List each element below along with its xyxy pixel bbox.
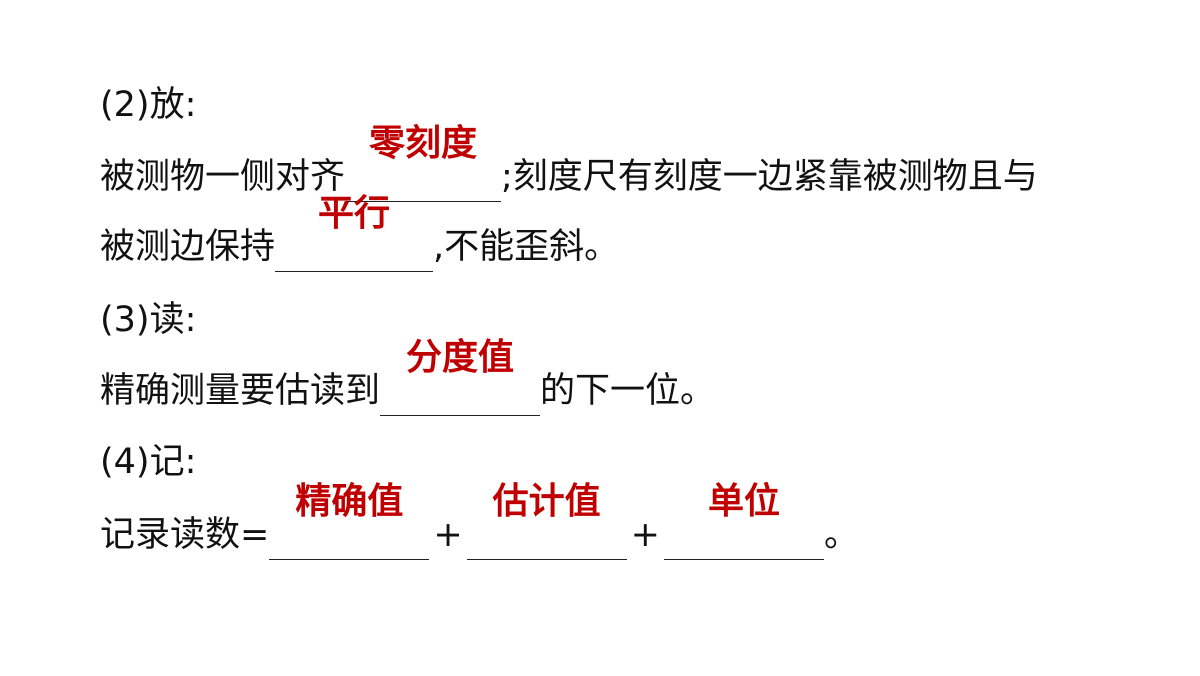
blank-parallel: 平行 <box>275 194 434 272</box>
plus-sign-2: + <box>630 515 660 555</box>
answer-precise-value: 精确值 <box>295 481 404 522</box>
blank-precise-value: 精确值 <box>269 482 430 560</box>
place-line-1-suffix: ;刻度尺有刻度一边紧靠被测物且与 <box>501 157 1038 197</box>
record-line: 记录读数= 精确值 + 估计值 + 单位。 <box>100 482 859 560</box>
blank-unit: 单位 <box>663 482 824 560</box>
read-line: 精确测量要估读到分度值的下一位。 <box>100 338 716 416</box>
answer-zero-mark: 零刻度 <box>369 123 478 164</box>
record-line-prefix: 记录读数= <box>100 515 270 555</box>
heading-record: (4)记: <box>100 437 196 487</box>
answer-unit: 单位 <box>707 481 780 522</box>
heading-place: (2)放: <box>100 80 196 130</box>
place-line-2: 被测边保持 平行 ,不能歪斜。 <box>100 194 620 272</box>
record-line-suffix: 。 <box>823 515 859 555</box>
place-line-1-prefix: 被测物一侧对齐 <box>100 157 346 197</box>
heading-read-text: (3)读: <box>100 300 197 340</box>
answer-parallel: 平行 <box>318 193 391 234</box>
heading-read: (3)读: <box>100 295 196 345</box>
place-line-1: 被测物一侧对齐零刻度 ;刻度尺有刻度一边紧靠被测物且与 <box>100 124 1038 202</box>
plus-sign-1: + <box>433 515 463 555</box>
place-line-2-suffix: ,不能歪斜。 <box>433 227 620 267</box>
place-line-2-prefix: 被测边保持 <box>100 227 276 267</box>
heading-place-text: (2)放: <box>100 85 197 125</box>
blank-estimated-value: 估计值 <box>466 482 627 560</box>
answer-division-value: 分度值 <box>406 337 515 378</box>
read-line-prefix: 精确测量要估读到 <box>100 371 381 411</box>
read-line-suffix: 的下一位。 <box>540 371 716 411</box>
answer-estimated-value: 估计值 <box>492 481 601 522</box>
blank-division-value: 分度值 <box>380 338 541 416</box>
blank-zero-mark: 零刻度 <box>345 124 502 202</box>
heading-record-text: (4)记: <box>100 442 197 482</box>
